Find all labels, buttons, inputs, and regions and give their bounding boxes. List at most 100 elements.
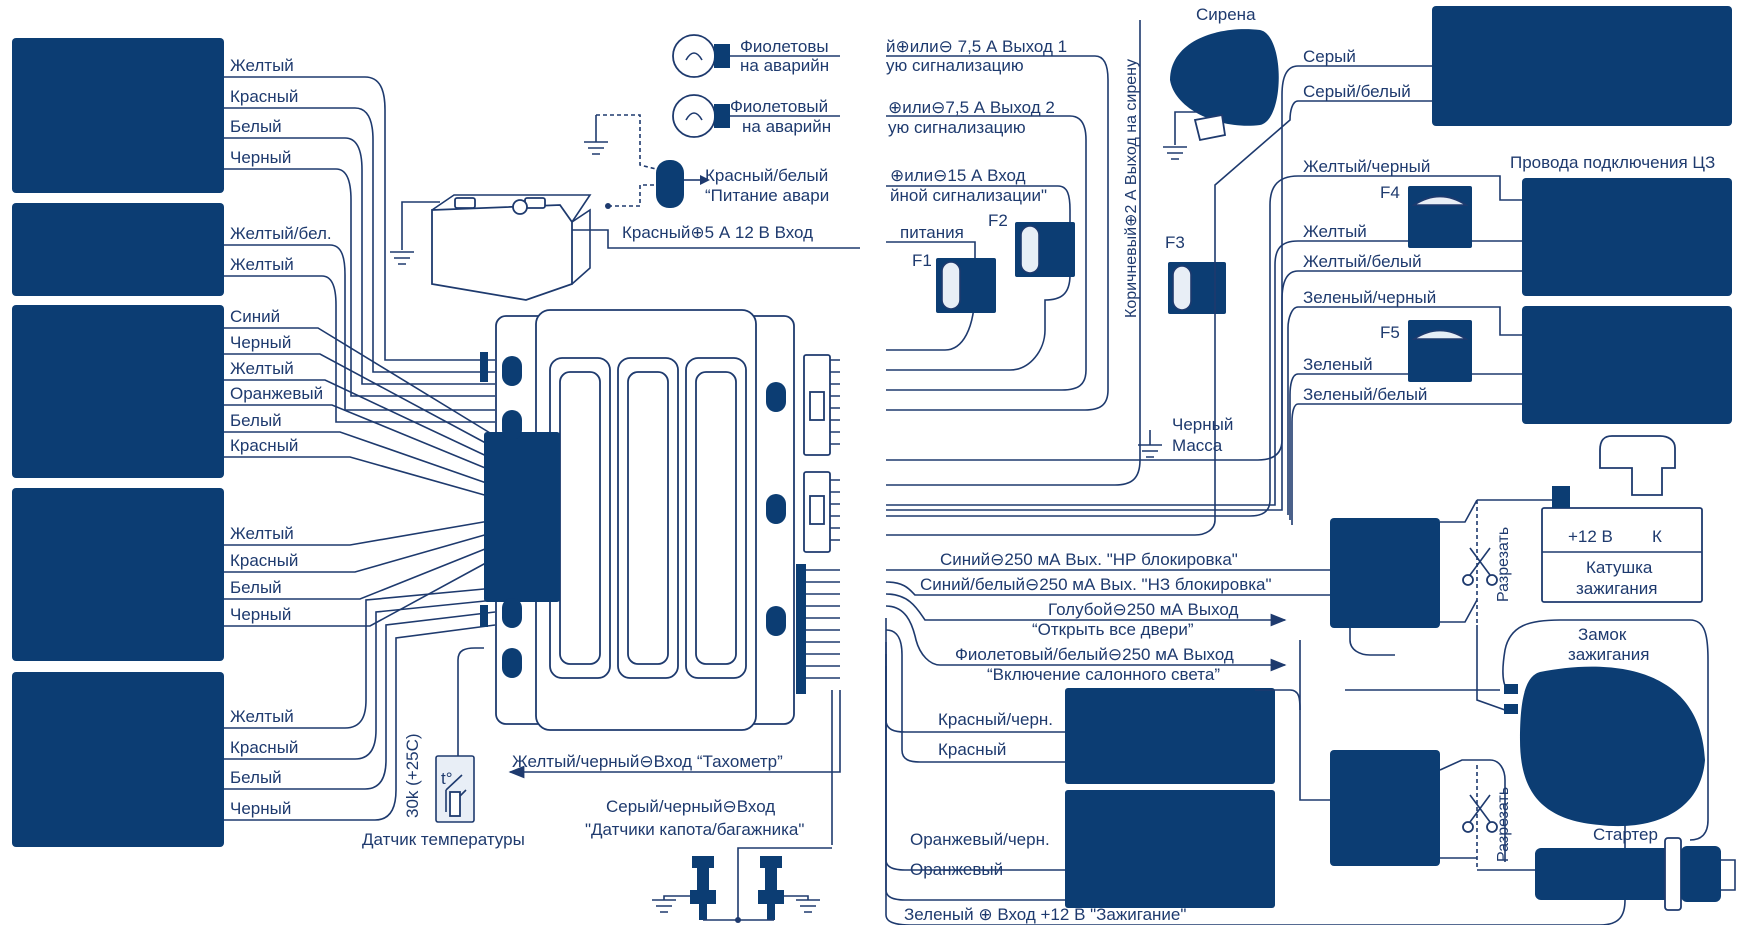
ground-icon	[652, 899, 676, 913]
ground-dashed-wire	[596, 114, 661, 171]
hazard-wires	[886, 55, 1109, 411]
ignition-input-label: Зеленый ⊕ Вход +12 В "Зажигание"	[904, 905, 1186, 924]
fuse-f1	[936, 258, 996, 313]
wire-label: Белый	[230, 117, 282, 136]
wire-label: Желтый/бел.	[230, 224, 332, 243]
ground-label-line2: Масса	[1172, 436, 1223, 455]
module-right-pins	[806, 359, 840, 679]
wire-label: Желтый	[230, 255, 294, 274]
left-wires	[224, 76, 496, 821]
wire-label: Черный	[230, 799, 291, 818]
fuse-f2	[1015, 222, 1075, 277]
fuse-f5	[1408, 320, 1472, 382]
green-label: Зеленый	[1303, 355, 1373, 374]
lock-label-line2: зажигания	[1568, 645, 1650, 664]
yellow-white-label: Желтый/белый	[1303, 252, 1422, 271]
alarm-module	[480, 309, 831, 731]
hood-label-line2: "Датчики капота/багажника"	[585, 820, 804, 839]
left-block-3	[12, 305, 224, 478]
left-block-1	[12, 38, 224, 193]
cz-title: Провода подключения ЦЗ	[1510, 153, 1715, 172]
cz-block-2	[1522, 306, 1732, 424]
hood-switch-1	[690, 856, 716, 920]
starter-label: Стартер	[1593, 825, 1658, 844]
red-label: Красный	[938, 740, 1006, 759]
left-block-5	[12, 672, 224, 847]
coil-k-label: К	[1652, 527, 1662, 546]
hazard-out2-line2: ую сигнализацию	[888, 118, 1026, 137]
tacho-wire	[508, 690, 841, 779]
ground-icon	[1138, 444, 1162, 458]
power-wire-label: питания	[900, 223, 964, 242]
scissors-icon	[1462, 794, 1498, 833]
violet-white-line1: Фиолетовый/белый⊖250 мА Выход	[955, 645, 1234, 664]
ground-wire	[663, 895, 690, 900]
ground-wire	[784, 895, 809, 900]
sensor-label: Датчик температуры	[362, 830, 525, 849]
relay-block-1	[1065, 688, 1275, 784]
green-black-label: Зеленый/черный	[1303, 288, 1436, 307]
wire-label: Синий	[230, 307, 280, 326]
lamp2-label-line2: на аварийн	[742, 117, 831, 136]
lamp-icon-1	[672, 34, 730, 78]
lamp2-label-line1: Фиолетовый	[730, 97, 828, 116]
hood-switch-2	[758, 856, 784, 920]
temperature-sensor	[435, 755, 475, 823]
gray-white-label: Серый/белый	[1303, 82, 1411, 101]
sensor-rating: 30k (+25C)	[403, 733, 422, 818]
siren-wire-label: Коричневый⊕2 А Выход на сирену	[1123, 59, 1140, 318]
hazard-in-line1: ⊕или⊖15 А Вход	[890, 166, 1026, 185]
red-black-label: Красный/черн.	[938, 710, 1053, 729]
power-label-line2: “Питание авари	[705, 186, 829, 205]
inline-fuse-icon	[656, 160, 684, 208]
blue-output-label: Синий⊖250 мА Вых. "НР блокировка"	[940, 550, 1238, 569]
hood-label-line1: Серый/черный⊖Вход	[606, 797, 775, 816]
ignition-lock	[1520, 666, 1705, 827]
sensor-wire	[457, 647, 484, 756]
lock-loop-wire	[1502, 619, 1709, 841]
hazard-out1-line2: ую сигнализацию	[886, 56, 1024, 75]
tacho-label: Желтый/черный⊖Вход “Тахометр”	[512, 752, 783, 771]
power-wire	[572, 229, 860, 249]
left-block-4	[12, 488, 224, 661]
wire-label: Красный	[230, 436, 298, 455]
yellow-black-label: Желтый/черный	[1303, 157, 1430, 176]
fuse-f2-label: F2	[988, 211, 1008, 230]
siren-icon	[1170, 29, 1279, 142]
wire-label: Белый	[230, 578, 282, 597]
left-connector	[484, 432, 560, 602]
gray-label: Серый	[1303, 47, 1356, 66]
ground-icon	[584, 141, 608, 155]
wire-label: Красный	[230, 738, 298, 757]
right-top-wires	[886, 65, 1522, 536]
fuse-dashed-wire	[608, 184, 660, 207]
blue-white-output-label: Синий/белый⊖250 мА Вых. "НЗ блокировка"	[920, 575, 1272, 594]
hazard-out2-line1: ⊕или⊖7,5 А Выход 2	[888, 98, 1055, 117]
light-blue-line2: “Открыть все двери”	[1032, 620, 1194, 639]
lamp1-label-line1: Фиолетовы	[740, 37, 829, 56]
wire-label: Белый	[230, 768, 282, 787]
wire-label: Черный	[230, 148, 291, 167]
hood-bus-wire	[737, 847, 832, 920]
lock-label-line1: Замок	[1578, 625, 1627, 644]
siren-title: Сирена	[1196, 5, 1256, 24]
fuse-f4-label: F4	[1380, 183, 1400, 202]
green-white-label: Зеленый/белый	[1303, 385, 1427, 404]
wire-label: Белый	[230, 411, 282, 430]
fuse-f1-label: F1	[912, 251, 932, 270]
cut-label-1: Разрезать	[1495, 527, 1512, 602]
coil-label-line1: Катушка	[1586, 558, 1653, 577]
fuse-f3	[1168, 262, 1226, 314]
siren-block	[1432, 6, 1732, 126]
wire-label: Оранжевый	[230, 384, 323, 403]
output-wires	[885, 569, 1626, 925]
arrow-icon	[700, 175, 710, 185]
hazard-in-line2: йной сигнализации"	[890, 186, 1047, 205]
coil-plus-label: +12 В	[1568, 527, 1613, 546]
relay-block-2	[1065, 790, 1275, 908]
lamp1-label-line2: на аварийн	[740, 56, 829, 75]
hazard-out1-line1: й⊕или⊖ 7,5 А Выход 1	[886, 37, 1067, 56]
ground-icon	[390, 251, 414, 265]
wire-label: Красный	[230, 87, 298, 106]
